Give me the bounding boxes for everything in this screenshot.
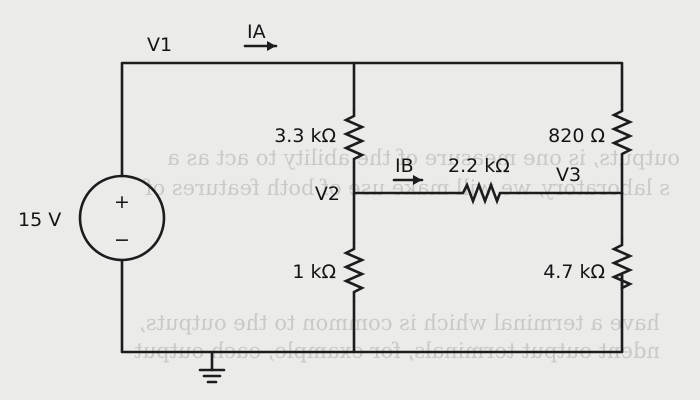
top-wire xyxy=(120,61,624,178)
bleed-through-text: outputs, is one measure of the ability t… xyxy=(134,146,680,363)
ia-arrow-icon xyxy=(243,41,278,51)
current-ib-label: IB xyxy=(395,155,414,177)
source-circle xyxy=(78,174,166,262)
node-v1-label: V1 xyxy=(147,34,172,56)
bleed-line-1: outputs, is one measure of the ability t… xyxy=(167,146,680,170)
resistor-1k xyxy=(342,242,366,302)
resistor-4.7k-label: 4.7 kΩ xyxy=(543,261,605,283)
source-plus: + xyxy=(114,191,130,213)
resistor-820 xyxy=(610,104,634,160)
resistor-3.3k xyxy=(342,110,366,168)
resistor-820-label: 820 Ω xyxy=(548,125,605,147)
ground-icon xyxy=(198,350,226,384)
node-v3-label: V3 xyxy=(556,164,581,186)
resistor-1k-label: 1 kΩ xyxy=(292,261,336,283)
resistor-2.2k xyxy=(458,181,502,205)
source-voltage-label: 15 V xyxy=(18,209,61,231)
ib-arrow-icon xyxy=(392,175,424,185)
bleed-line-3: have a terminal which is common to the o… xyxy=(139,311,660,335)
resistor-3.3k-label: 3.3 kΩ xyxy=(274,125,336,147)
voltage-source: + − xyxy=(78,174,166,262)
source-minus: − xyxy=(114,229,130,251)
current-ia-label: IA xyxy=(247,21,266,43)
node-v2-label: V2 xyxy=(315,183,340,205)
bottom-wire xyxy=(120,259,624,354)
resistor-2.2k-label: 2.2 kΩ xyxy=(448,155,510,177)
wires xyxy=(120,61,624,354)
resistor-4.7k xyxy=(610,238,634,291)
